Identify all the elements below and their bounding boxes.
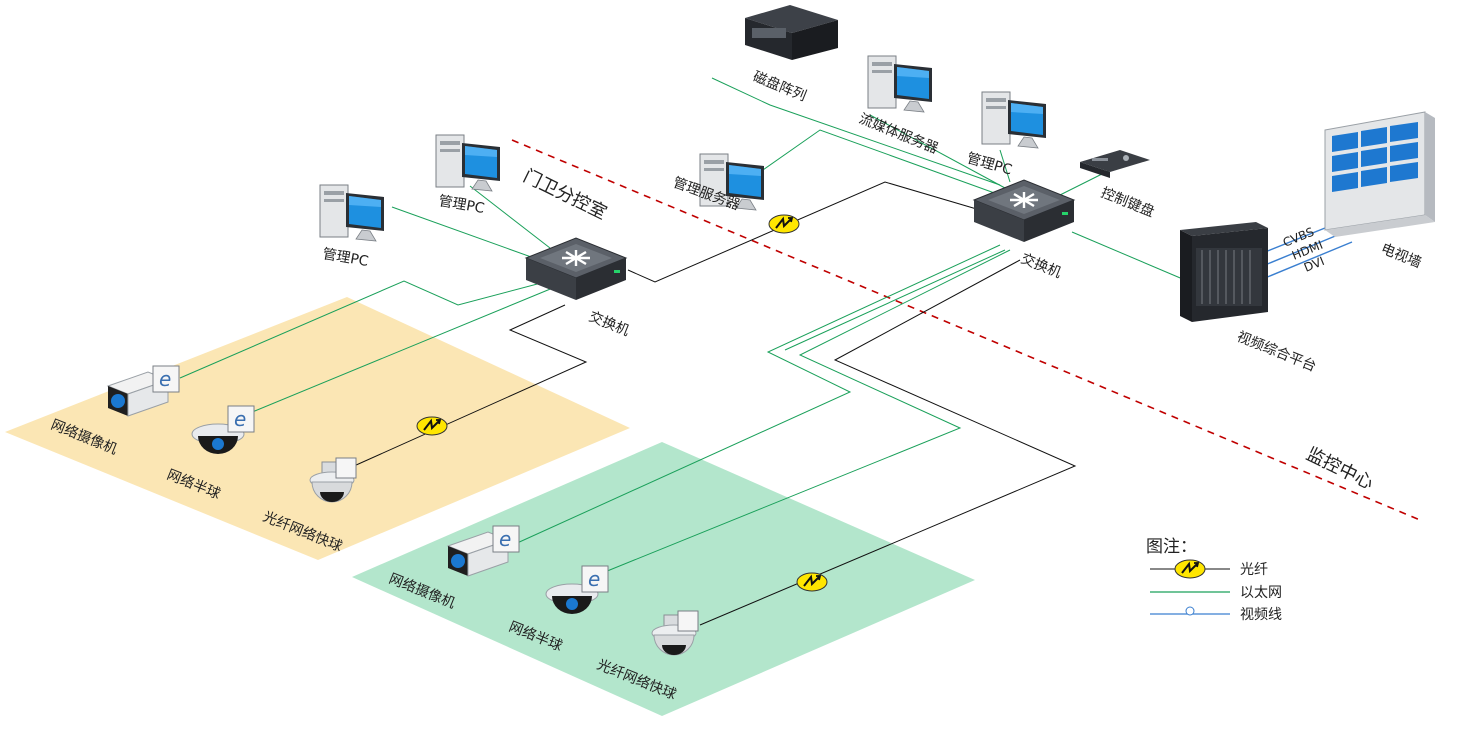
zone-center-area [352, 442, 975, 716]
fiber-links [344, 181, 1077, 626]
control-keyboard-label: 控制键盘 [1099, 184, 1157, 221]
eth-pc-center [999, 149, 1011, 183]
eth-stream-center [869, 114, 1006, 189]
zone-divider-line [511, 139, 1421, 521]
legend-fiber-icon [1174, 559, 1206, 579]
admin-pc-center-label: 管理PC [965, 150, 1014, 178]
switch-guard-label: 交换机 [587, 308, 632, 339]
stream-server-label: 流媒体服务器 [857, 111, 941, 157]
eth-dome2-center [589, 249, 1011, 579]
legend: 图注： 光纤 以太网 视频线 [1146, 537, 1282, 623]
fiber-guard-center [627, 181, 981, 283]
eth-mgmt-center [759, 129, 1001, 196]
stream-server-icon [867, 55, 933, 113]
eth-camera2-center [514, 244, 1001, 545]
switch-center-icon [972, 178, 1076, 244]
legend-video-icon [1185, 606, 1195, 616]
video-platform-label: 视频综合平台 [1235, 329, 1319, 375]
fiber-center-speed [699, 259, 1077, 626]
eth-platform-center [1071, 231, 1186, 281]
control-keyboard-icon [1080, 150, 1150, 178]
eth-center-3 [784, 249, 1006, 351]
admin-pc-guard-1-icon [319, 184, 385, 242]
tv-wall-label: 电视墙 [1379, 241, 1424, 272]
disk-array-label: 磁盘阵列 [751, 68, 809, 105]
legend-ethernet-label: 以太网 [1240, 585, 1282, 601]
disk-array-icon [745, 5, 838, 60]
zone-guard-area [5, 297, 630, 560]
fiber-guard-speed [344, 304, 588, 471]
admin-pc-guard-1-label: 管理PC [321, 246, 370, 270]
eth-disk-center [711, 77, 1001, 186]
legend-title: 图注： [1146, 537, 1197, 557]
admin-pc-guard-2-label: 管理PC [437, 193, 486, 217]
video-platform-icon [1180, 222, 1268, 322]
admin-pc-guard-2-icon [435, 134, 501, 192]
zone-guard-room-label: 门卫分控室 [520, 166, 610, 224]
switch-center-label: 交换机 [1019, 250, 1064, 281]
eth-pc2-guard [469, 185, 551, 249]
eth-pc1-guard [391, 206, 535, 259]
tv-wall-icon [1324, 111, 1435, 237]
switch-guard-icon [524, 236, 628, 302]
legend-video-label: 视频线 [1240, 607, 1282, 623]
eth-camera1-guard [179, 277, 561, 379]
eth-dome1-guard [244, 284, 561, 416]
admin-pc-center-icon [981, 91, 1047, 149]
legend-fiber-label: 光纤 [1240, 562, 1268, 578]
